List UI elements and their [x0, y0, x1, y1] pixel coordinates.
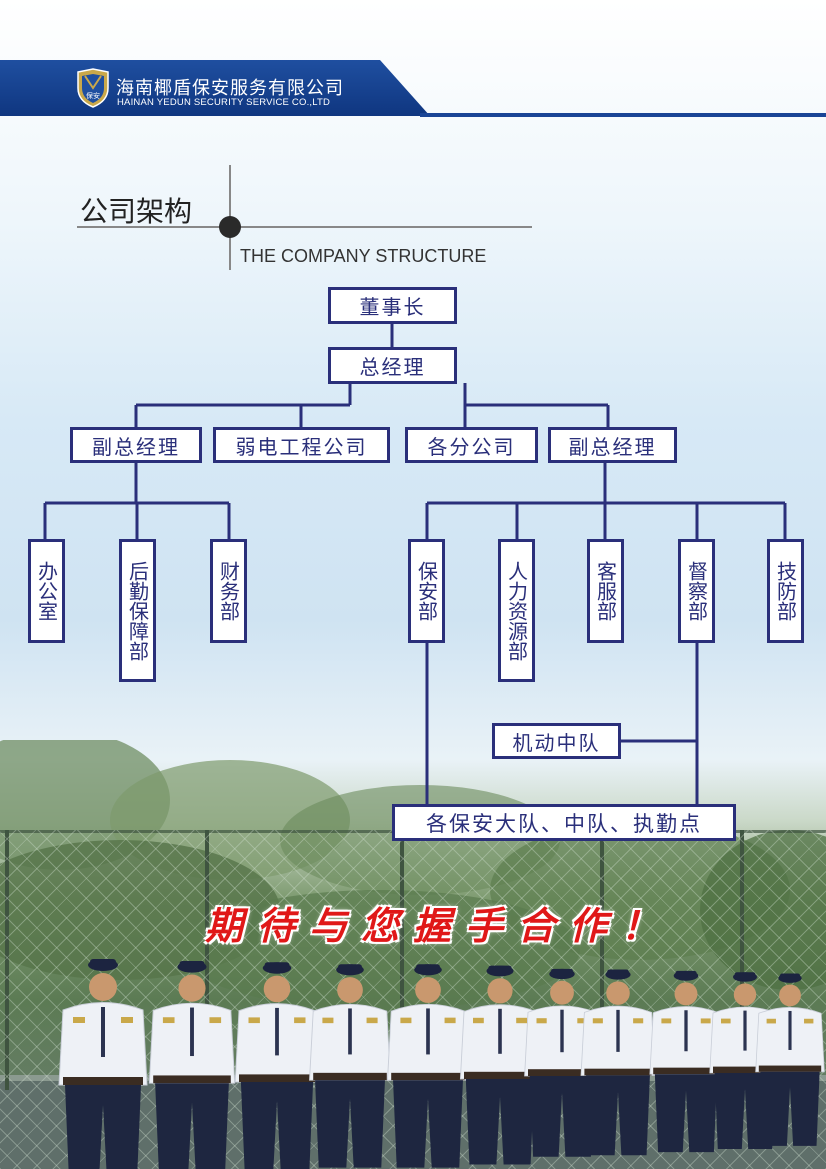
org-deputy-gm-right: 副总经理 — [548, 427, 677, 463]
company-name-cn: 海南椰盾保安服务有限公司 — [116, 78, 344, 99]
org-dept-office: 办公室 — [28, 539, 65, 643]
section-title: 公司架构 — [80, 195, 193, 228]
section-subtitle: THE COMPANY STRUCTURE — [240, 246, 487, 266]
org-general-manager: 总经理 — [328, 347, 457, 384]
org-weak-current-company: 弱电工程公司 — [213, 427, 390, 463]
guard-figure — [524, 968, 600, 1157]
title-dot — [219, 216, 241, 238]
guard-figure — [580, 969, 656, 1156]
shield-logo-icon: 保安 — [77, 68, 109, 108]
guards-lineup — [58, 959, 825, 1169]
org-deputy-gm-left: 副总经理 — [70, 427, 202, 463]
company-name-en: HAINAN YEDUN SECURITY SERVICE CO.,LTD — [117, 97, 331, 108]
org-dept-customer-service: 客服部 — [587, 539, 624, 643]
guard-figure — [58, 959, 148, 1169]
org-branch-companies: 各分公司 — [405, 427, 538, 463]
header-rule — [420, 113, 826, 117]
title-divider-horizontal — [77, 226, 532, 228]
guard-figure — [148, 960, 236, 1169]
org-security-units: 各保安大队、中队、执勤点 — [392, 804, 736, 841]
logo-text: 保安 — [86, 91, 100, 100]
org-dept-security: 保安部 — [408, 539, 445, 643]
org-dept-inspection: 督察部 — [678, 539, 715, 643]
guard-figure — [234, 962, 320, 1169]
guard-figure — [755, 973, 825, 1146]
org-dept-tech-defense: 技防部 — [767, 539, 804, 643]
guard-figure — [459, 965, 541, 1165]
guard-figure — [309, 964, 391, 1168]
org-dept-hr: 人力资源部 — [498, 539, 535, 682]
slogan: 期待与您握手合作！ — [205, 903, 674, 948]
guard-figure — [649, 970, 723, 1153]
org-mobile-squad: 机动中队 — [492, 723, 621, 759]
header-bar — [0, 60, 430, 116]
org-dept-logistics: 后勤保障部 — [119, 539, 156, 682]
org-dept-finance: 财务部 — [210, 539, 247, 643]
guard-figure — [387, 964, 469, 1168]
org-chairman: 董事长 — [328, 287, 457, 324]
